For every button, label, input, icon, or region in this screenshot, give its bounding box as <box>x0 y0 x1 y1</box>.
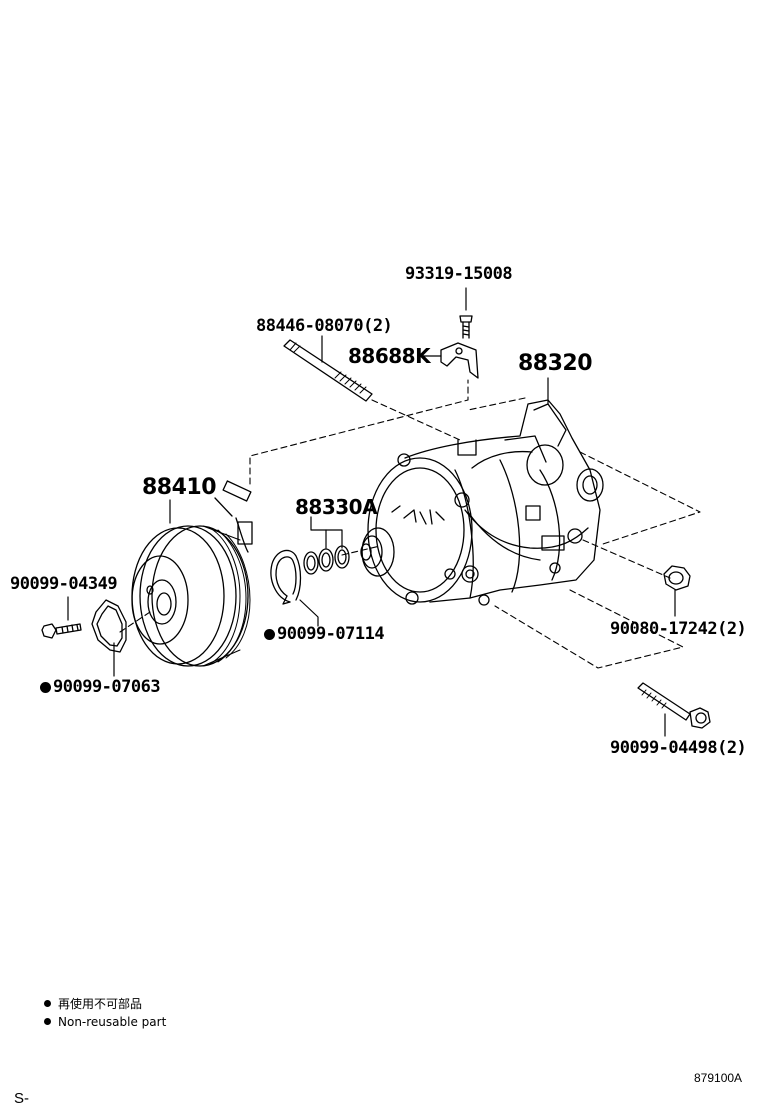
part-label-88330a: 88330A <box>295 495 378 519</box>
legend-dot-icon <box>44 1018 51 1025</box>
part-number-90099-07063: 90099-07063 <box>53 677 161 697</box>
legend-japanese: 再使用不可部品 <box>44 996 142 1012</box>
bracket-88688k-icon <box>440 342 479 379</box>
part-label-90099-07063: 90099-07063 <box>40 677 161 697</box>
dashed-assembly-lines <box>119 379 701 669</box>
legend-dot-icon <box>44 1000 51 1007</box>
part-number-90099-07114: 90099-07114 <box>277 624 385 644</box>
part-label-90080-17242: 90080-17242(2) <box>610 619 747 639</box>
corner-mark: S- <box>14 1090 29 1107</box>
shims-88330a-icon <box>303 545 350 575</box>
part-label-88410: 88410 <box>142 475 217 500</box>
legend-japanese-text: 再使用不可部品 <box>58 997 143 1011</box>
part-label-90099-04349: 90099-04349 <box>10 574 118 594</box>
part-label-88446-08070: 88446-08070(2) <box>256 316 393 336</box>
part-label-90099-07114: 90099-07114 <box>264 624 385 644</box>
nut-90080-17242-icon <box>663 565 691 591</box>
compressor-88320-icon <box>360 399 604 606</box>
non-reusable-dot-icon <box>40 682 51 693</box>
clutch-pulley-88410-icon <box>131 480 253 667</box>
figure-reference: 879100A <box>694 1071 743 1085</box>
part-label-93319-15008: 93319-15008 <box>405 264 513 284</box>
bolt-90099-04349-icon <box>41 623 82 639</box>
stud-bolt-88446-icon <box>283 339 373 402</box>
part-label-90099-04498: 90099-04498(2) <box>610 738 747 758</box>
screw-93319-icon <box>459 315 473 339</box>
part-label-88688k: 88688K <box>348 344 431 368</box>
plate-90099-07063-icon <box>91 599 127 653</box>
non-reusable-dot-icon <box>264 629 275 640</box>
legend-english-text: Non-reusable part <box>58 1015 167 1029</box>
bolt-90099-04498-icon <box>637 682 711 729</box>
snap-ring-90099-07114-icon <box>270 549 302 605</box>
part-label-88320: 88320 <box>518 351 593 376</box>
legend-english: Non-reusable part <box>44 1014 166 1030</box>
leader-lines <box>67 287 676 737</box>
